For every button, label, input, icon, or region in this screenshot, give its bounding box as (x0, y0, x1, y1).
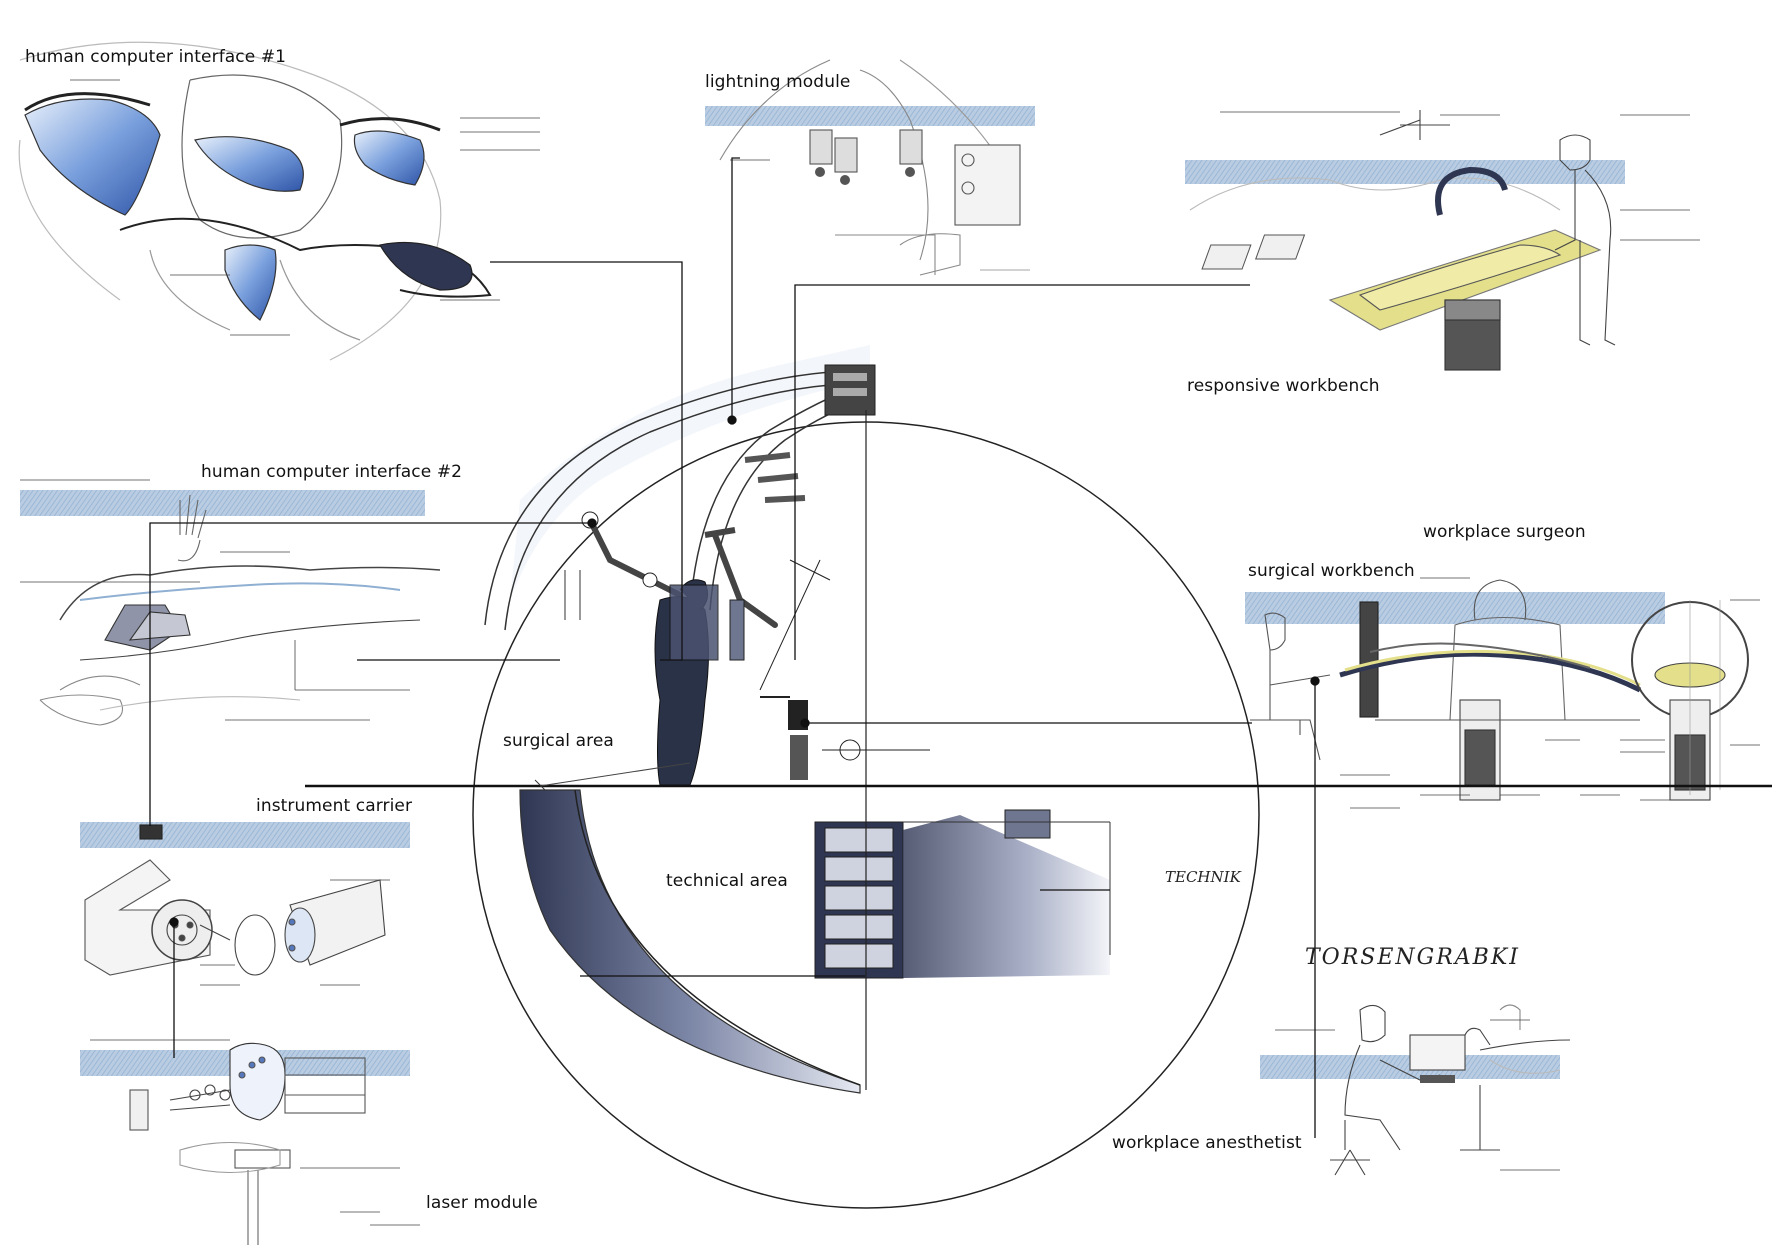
label-technical-area: technical area (666, 871, 788, 891)
label-workplace-anesthetist: workplace anesthetist (1112, 1133, 1302, 1153)
label-workplace-surgeon: workplace surgeon (1423, 522, 1586, 542)
label-surgical-workbench: surgical workbench (1248, 561, 1415, 581)
leader-lines (149, 157, 1320, 1138)
hci2-sketch (20, 479, 441, 726)
label-instrument-carrier: instrument carrier (256, 796, 413, 816)
surgical-workbench-sketch (1245, 577, 1760, 809)
instrument-carrier-sketch (80, 822, 410, 986)
main-circle-section (305, 345, 1772, 1209)
label-surgical-area: surgical area (503, 731, 614, 751)
responsive-workbench-sketch (1185, 110, 1700, 371)
anesthetist-sketch (1260, 1004, 1571, 1176)
label-laser-module: laser module (426, 1193, 538, 1213)
laser-module-sketch (80, 1039, 420, 1245)
label-responsive-workbench: responsive workbench (1187, 376, 1380, 396)
hci1-sketch (18, 41, 540, 361)
designer-signature: TORSENGRABKI (1305, 945, 1520, 970)
sketch-word-technik: TECHNIK (1165, 868, 1241, 886)
label-hci2: human computer interface #2 (201, 462, 463, 482)
label-lightning-module: lightning module (705, 72, 851, 92)
lightning-module-sketch (705, 59, 1035, 276)
label-hci1: human computer interface #1 (25, 47, 287, 67)
